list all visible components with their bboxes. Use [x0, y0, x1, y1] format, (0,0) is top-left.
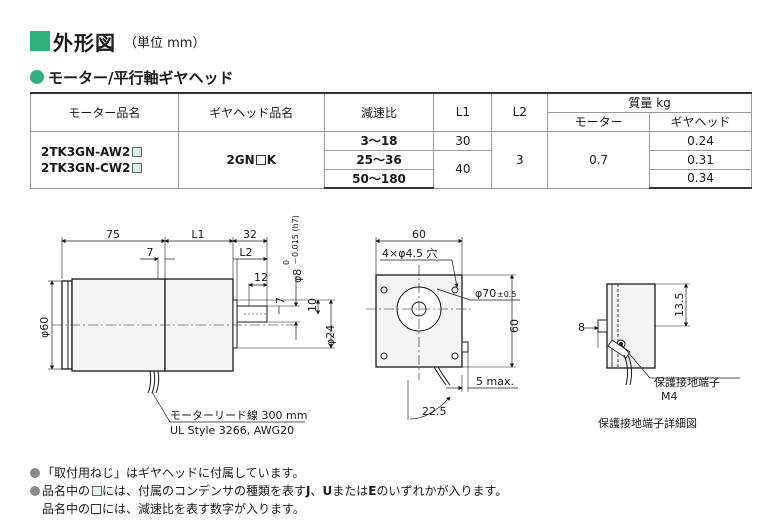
dim-75: 75 — [106, 228, 120, 241]
terminal-label: 保護接地端子 — [654, 375, 720, 389]
gear-mass-cell: 0.24 — [649, 130, 752, 151]
section-heading-text: モーター/平行軸ギヤヘッド — [48, 68, 234, 87]
mount-hole — [380, 286, 388, 294]
dim-holes: 4×φ4.5 穴 — [382, 246, 437, 260]
dim-phi60: φ60 — [38, 317, 51, 338]
capacitor-placeholder-box — [132, 162, 143, 173]
dim-10: 10 — [306, 298, 319, 312]
title-unit: （単位 mm） — [124, 35, 206, 51]
dim-7b: 7 — [274, 297, 287, 304]
header-gearhead: ギヤヘッド品名 — [177, 92, 325, 132]
header-motor: モーター品名 — [30, 92, 179, 132]
note-3: 品名中の には、減速比を表す数字が入ります。 — [30, 500, 507, 518]
motor-model-2: 2TK3GN-CW2 — [41, 160, 131, 175]
dim-12: 12 — [254, 271, 268, 284]
side-view — [48, 237, 335, 423]
l1-cell: 40 — [433, 149, 493, 189]
mount-hole — [380, 352, 388, 360]
dim-phi70: φ70 — [475, 287, 496, 300]
terminal-detail-view — [583, 283, 740, 386]
dim-5max: 5 max. — [476, 375, 514, 388]
lead-label-2: UL Style 3266, AWG20 — [170, 424, 294, 437]
gear-mass-cell: 0.34 — [649, 168, 752, 189]
dim-l1: L1 — [191, 228, 204, 241]
header-mass: 質量 kg — [547, 92, 752, 113]
section-heading: モーター/平行軸ギヤヘッド — [30, 67, 233, 87]
dim-phi24: φ24 — [324, 325, 337, 346]
note-1: 「取付用ねじ」はギヤヘッドに付属しています。 — [30, 464, 507, 482]
terminal-size: M4 — [661, 390, 678, 403]
page-title: 外形図 （単位 mm） — [30, 28, 206, 55]
note-2-j: J — [306, 484, 311, 498]
section-marker-dot — [30, 70, 44, 84]
front-view — [366, 237, 520, 420]
table-row: 50～180 0.34 — [31, 168, 752, 189]
l2-cell: 3 — [491, 130, 549, 189]
table-row: 25～36 40 0.31 — [31, 149, 752, 189]
dim-8: 8 — [578, 321, 585, 334]
terminal-tab — [461, 341, 469, 353]
note-1-text: 「取付用ねじ」はギヤヘッドに付属しています。 — [42, 466, 305, 480]
dimension-drawing: 75 L1 32 L2 7 12 7 10 φ8 0 －0.015 (h7) φ… — [38, 215, 740, 437]
spec-table: モーター品名 ギヤヘッド品名 減速比 L1 L2 質量 kg モーター ギヤヘッ… — [30, 92, 752, 189]
motor-model-1: 2TK3GN-AW2 — [41, 144, 131, 159]
note-2-a: 品名中の — [42, 484, 91, 498]
note-2-sep: 、 — [310, 484, 323, 498]
header-mass-gear: ギヤヘッド — [649, 111, 752, 132]
bullet-dot — [30, 468, 40, 478]
ratio-placeholder-box — [255, 154, 266, 165]
lead-label-1: モーターリード線 300 mm — [170, 408, 307, 422]
title-text: 外形図 — [53, 30, 116, 55]
gearhead-prefix: 2GN — [226, 152, 255, 167]
dim-l2: L2 — [239, 246, 252, 259]
table-row: 2TK3GN-AW2 2TK3GN-CW2 2GN K 3～18 30 3 0.7… — [30, 130, 752, 189]
note-2-c: のいずれかが入ります。 — [376, 484, 508, 498]
dim-phi8-tol-top: 0 — [282, 260, 291, 265]
dim-22-5: 22.5 — [422, 405, 447, 418]
dim-13-5: 13.5 — [673, 293, 686, 318]
title-marker-square — [30, 31, 50, 51]
note-3-b: には、減速比を表す数字が入ります。 — [102, 502, 305, 516]
header-l2: L2 — [491, 92, 549, 132]
note-2: 品名中の には、付属のコンデンサの種類を表す J 、 U または E のいずれか… — [30, 482, 507, 500]
note-2-u: U — [322, 484, 333, 498]
ratio-cell: 25～36 — [323, 149, 435, 170]
detail-caption: 保護接地端子詳細図 — [598, 416, 697, 430]
note-2-b: には、付属のコンデンサの種類を表す — [102, 484, 307, 498]
detail-terminal-screw — [597, 319, 608, 333]
ratio-cell: 3～18 — [323, 130, 435, 151]
ratio-placeholder-box — [91, 504, 102, 514]
bullet-dot — [30, 486, 40, 496]
header-mass-motor: モーター — [547, 111, 651, 132]
gearhead-boss — [232, 299, 238, 349]
mount-hole — [451, 352, 459, 360]
dim-phi8: φ8 — [291, 269, 304, 283]
motor-mass-cell: 0.7 — [547, 130, 651, 189]
dim-32: 32 — [243, 228, 257, 241]
capacitor-placeholder-box — [132, 146, 143, 157]
dim-phi8-tol-bottom: －0.015 (h7) — [291, 215, 300, 265]
dim-60-top: 60 — [412, 228, 426, 241]
header-ratio: 減速比 — [323, 92, 435, 132]
dim-phi70-tol: ±0.5 — [497, 290, 516, 299]
note-3-a: 品名中の — [42, 502, 91, 516]
gearhead-model-cell: 2GN K — [177, 130, 325, 189]
header-l1: L1 — [433, 92, 493, 132]
notes: 「取付用ねじ」はギヤヘッドに付属しています。 品名中の には、付属のコンデンサの… — [30, 464, 507, 518]
l1-cell: 30 — [433, 130, 493, 151]
gear-mass-cell: 0.31 — [649, 149, 752, 170]
motor-model-cell: 2TK3GN-AW2 2TK3GN-CW2 — [30, 130, 179, 189]
note-2-mid: または — [332, 484, 369, 498]
note-2-e: E — [368, 484, 377, 498]
ratio-cell: 50～180 — [323, 168, 435, 189]
dim-7a: 7 — [147, 246, 154, 259]
gearhead-suffix: K — [266, 152, 276, 167]
dim-60-side: 60 — [508, 319, 521, 333]
capacitor-placeholder-box — [92, 486, 103, 496]
